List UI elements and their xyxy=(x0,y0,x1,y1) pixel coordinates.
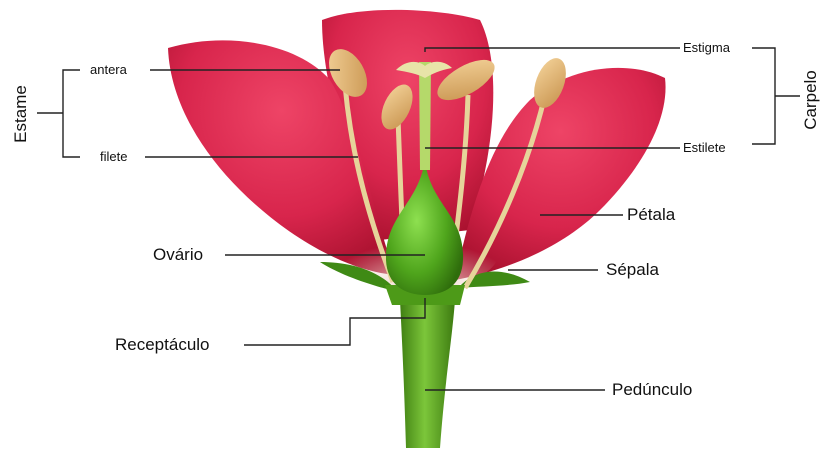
group-label-estame: Estame xyxy=(11,79,31,149)
group-label-carpelo: Carpelo xyxy=(801,65,821,135)
label-antera: antera xyxy=(90,63,127,76)
label-sepala: Sépala xyxy=(606,261,659,278)
label-receptaculo: Receptáculo xyxy=(115,336,210,353)
label-estigma: Estigma xyxy=(683,41,730,54)
carpelo-bracket xyxy=(752,48,775,144)
receptaculo-leader xyxy=(244,298,425,345)
label-pedunculo: Pedúnculo xyxy=(612,381,692,398)
estame-bracket xyxy=(63,70,80,157)
label-petala: Pétala xyxy=(627,206,675,223)
style xyxy=(419,62,431,170)
label-estilete: Estilete xyxy=(683,141,726,154)
label-filete: filete xyxy=(100,150,127,163)
peduncle xyxy=(400,300,455,448)
label-ovario: Ovário xyxy=(153,246,203,263)
